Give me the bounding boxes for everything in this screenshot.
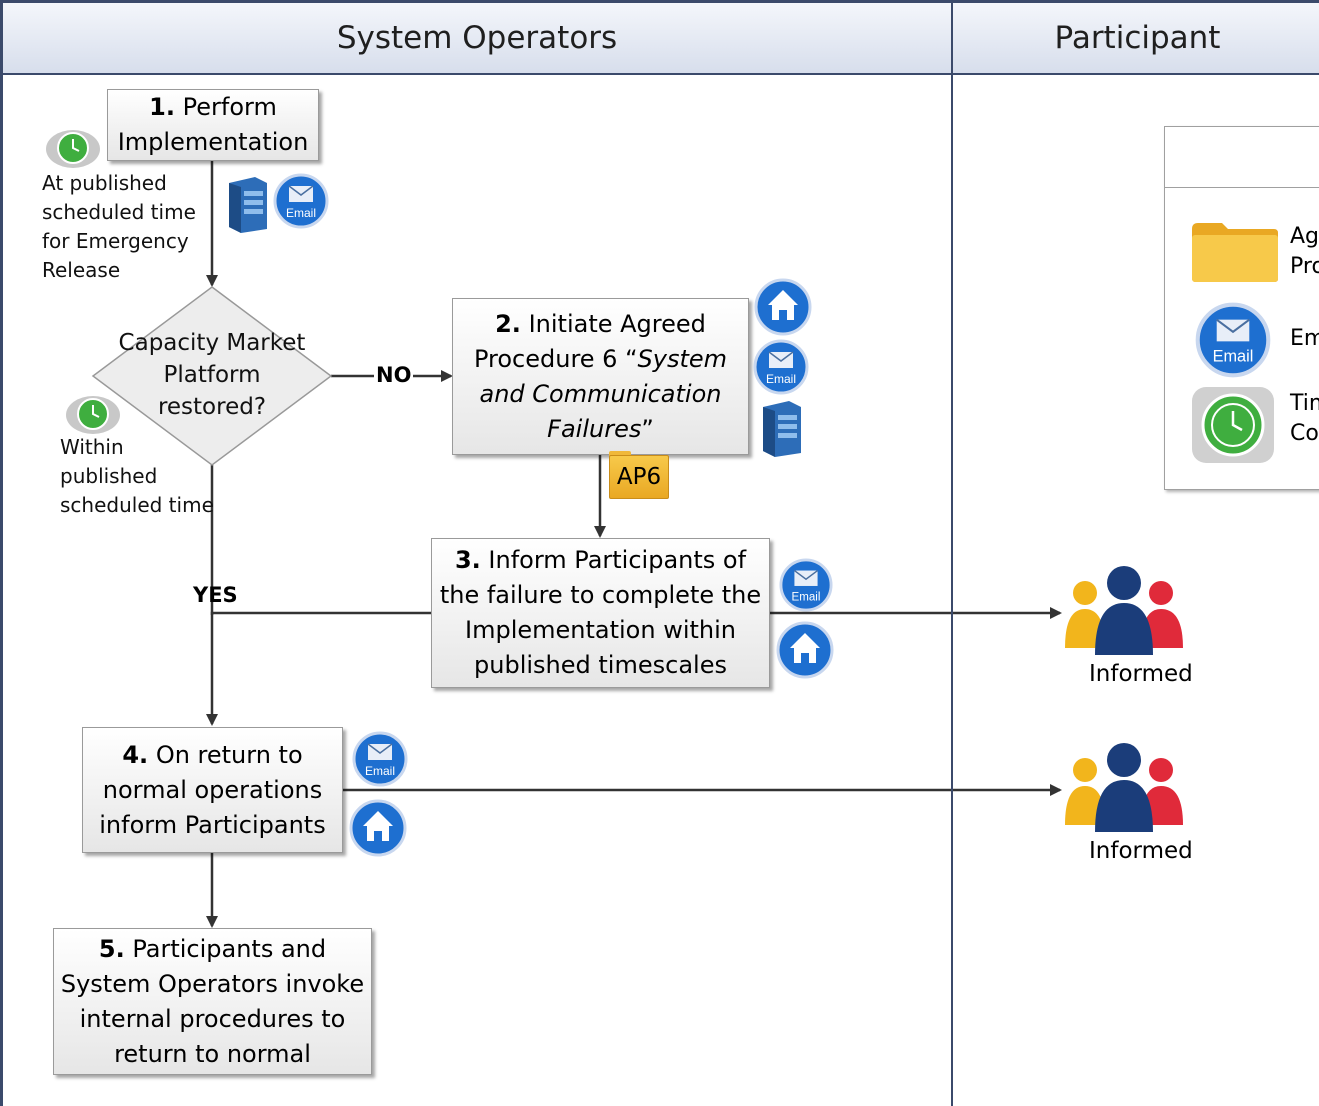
lane-header-participant: Participant (953, 3, 1319, 75)
step-1-text-a: Perform (182, 93, 277, 121)
folder-icon (1192, 223, 1278, 282)
step-2-number: 2. (495, 309, 521, 338)
home-icon (349, 799, 407, 857)
email-icon-label: Email (1213, 348, 1254, 366)
ap6-folder-tag[interactable]: AP6 (609, 455, 669, 499)
email-icon-label: Email (286, 206, 316, 220)
home-icon (776, 621, 834, 679)
email-icon: Email (1195, 302, 1271, 378)
decision-text: Capacity Market Platform restored? (118, 330, 306, 420)
decision-diamond (91, 286, 333, 466)
step-3-box: 3. Inform Participants of the failure to… (431, 538, 770, 688)
clock-icon (1192, 387, 1274, 463)
email-icon: Email (753, 339, 809, 395)
clock-icon (46, 130, 100, 168)
email-icon-label: Email (766, 372, 796, 386)
email-icon-label: Email (792, 591, 821, 603)
lane-header-system-operators: System Operators (3, 3, 951, 75)
step-2-box: 2. Initiate Agreed Procedure 6 “System a… (452, 298, 749, 455)
step-1-text-b: Implementation (117, 128, 309, 156)
informed-label-2: Informed (1089, 838, 1193, 864)
arrow-3-to-4 (206, 611, 431, 726)
timer-note-2: Within published scheduled time (60, 435, 214, 517)
step-1-box: 1. Perform Implementation (107, 89, 319, 161)
people-icon (1065, 566, 1183, 655)
step-1-number: 1. (149, 93, 175, 121)
branch-label-yes: YES (193, 583, 238, 607)
people-icon (1065, 743, 1183, 832)
server-icon (229, 177, 267, 233)
branch-label-no: NO (374, 363, 414, 387)
step-4-number: 4. (122, 740, 149, 769)
step-5-number: 5. (98, 934, 125, 963)
step-3-number: 3. (454, 546, 481, 574)
email-icon: Email (352, 731, 408, 787)
legend-timer-text: Tim Co (1290, 391, 1319, 446)
step-4-box: 4. On return to normal operations inform… (82, 727, 343, 853)
lane-divider (951, 3, 953, 1106)
folder-tab (609, 451, 631, 457)
connector-layer (91, 161, 1062, 928)
legend-panel: Agr Pro Email Em Tim Co (1164, 126, 1319, 490)
legend-email-text: Em (1290, 326, 1319, 351)
email-icon: Email (779, 558, 833, 612)
email-icon-label: Email (365, 764, 395, 778)
email-icon: Email (273, 173, 329, 229)
informed-label-1: Informed (1089, 661, 1193, 687)
legend-header (1165, 127, 1319, 188)
clock-icon (66, 396, 120, 434)
home-icon (754, 278, 812, 336)
legend-folder-text: Agr Pro (1290, 224, 1319, 279)
step-5-box: 5. Participants and System Operators inv… (53, 928, 372, 1075)
server-icon (763, 401, 801, 457)
timer-note-1: At published scheduled time for Emergenc… (42, 171, 196, 282)
